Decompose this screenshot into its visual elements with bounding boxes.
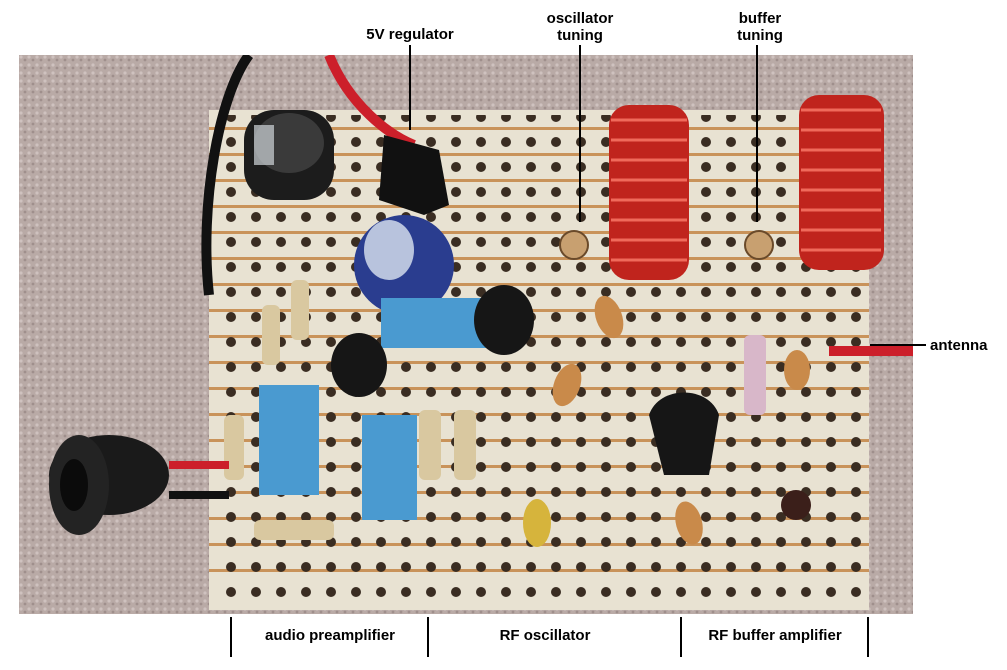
resistor-6 <box>744 335 766 415</box>
regulator-label: 5V regulator <box>366 26 454 43</box>
transistor-preamp <box>331 333 387 397</box>
film-capacitor-3 <box>362 415 417 520</box>
ceramic-cap-4 <box>675 501 703 545</box>
section-audio-preamplifier: audio preamplifier <box>264 627 396 644</box>
black-wire <box>201 55 254 296</box>
osc-tuning-label-line2: tuning <box>557 27 603 44</box>
osc-tuning-label-line1: oscillator <box>546 10 614 27</box>
film-capacitor-1 <box>381 298 491 348</box>
antenna-label: antenna <box>930 337 988 354</box>
ceramic-cap-3 <box>784 350 810 390</box>
transistor-buffer <box>649 392 719 475</box>
resistor-5 <box>454 410 476 480</box>
mounting-hole <box>781 490 811 520</box>
ceramic-cap-yellow <box>523 499 551 547</box>
resistor-7 <box>254 520 334 540</box>
section-rf-buffer-amplifier: RF buffer amplifier <box>708 627 842 644</box>
electret-microphone <box>49 435 229 535</box>
ceramic-cap-1 <box>594 295 624 339</box>
trimmer-oscillator <box>559 230 589 260</box>
resistor-4 <box>419 410 441 480</box>
transistor-oscillator <box>474 285 534 355</box>
resistor-1 <box>291 280 309 340</box>
electrolytic-capacitor-blue <box>354 215 454 315</box>
buffer-tuning-label-line2: tuning <box>737 27 783 44</box>
voltage-regulator <box>379 135 449 215</box>
section-rf-oscillator: RF oscillator <box>499 627 591 644</box>
film-capacitor-2 <box>259 385 319 495</box>
buffer-tuning-label-line1: buffer <box>738 10 782 27</box>
trimmer-buffer <box>744 230 774 260</box>
circuit-board-photo <box>19 55 913 614</box>
coil-buffer <box>799 95 884 270</box>
resistor-2 <box>262 305 280 365</box>
coil-oscillator <box>609 105 689 280</box>
ceramic-cap-2 <box>552 363 582 407</box>
electrolytic-capacitor-large <box>244 110 334 200</box>
